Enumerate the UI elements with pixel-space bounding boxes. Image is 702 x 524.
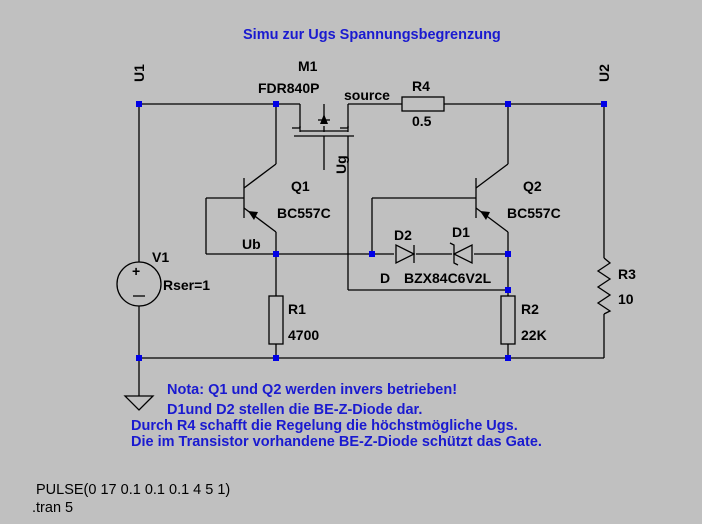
r2-value: 22K [521,327,547,343]
resistor-r1[interactable]: R1 4700 [268,295,319,345]
junction-node [273,101,279,107]
q1-ref: Q1 [291,178,310,194]
m1-ref: M1 [298,58,318,74]
q2-ref: Q2 [523,178,542,194]
r3-value: 10 [618,291,634,307]
note-line: Nota: Q1 und Q2 werden invers betrieben! [167,382,457,398]
r2-ref: R2 [521,301,539,317]
mosfet-m1[interactable]: M1 FDR840P [258,58,349,132]
net-source-label: source [344,87,390,103]
q2-value: BC557C [507,205,561,221]
net-ug-label: Ug [333,155,349,174]
junction-node [505,101,511,107]
net-ub-label: Ub [242,236,261,252]
diode-d2[interactable]: D2 [394,227,416,265]
q1-value: BC557C [277,205,331,221]
resistor-r3[interactable]: R3 10 [596,257,636,315]
junction-node [273,251,279,257]
transistor-q1[interactable]: Q1 BC557C [243,163,331,233]
net-d-label: D [380,270,390,286]
r3-ref: R3 [618,266,636,282]
d2-ref: D2 [394,227,412,243]
note-line: Durch R4 schafft die Regelung die höchst… [131,418,518,434]
v1-ref: V1 [152,249,169,265]
transistor-q2[interactable]: Q2 BC557C [475,163,561,233]
v1-value: Rser=1 [163,277,210,293]
junction-node [505,251,511,257]
resistor-r4[interactable]: R4 0.5 [401,78,445,129]
junction-node [369,251,375,257]
r4-ref: R4 [412,78,430,94]
junction-node [136,355,142,361]
junction-nodes [136,101,607,361]
junction-node [136,101,142,107]
r1-ref: R1 [288,301,306,317]
note-line: Die im Transistor vorhandene BE-Z-Diode … [131,434,542,450]
r1-value: 4700 [288,327,319,343]
r4-value: 0.5 [412,113,432,129]
note-line: D1und D2 stellen die BE-Z-Diode dar. [167,402,422,418]
d1-value: BZX84C6V2L [404,270,492,286]
comment-notes: Nota: Q1 und Q2 werden invers betrieben!… [131,382,542,450]
spice-directives: PULSE(0 17 0.1 0.1 0.1 4 5 1) .tran 5 [32,482,230,516]
tran-directive: .tran 5 [32,500,73,516]
schematic-title: Simu zur Ugs Spannungsbegrenzung [243,27,501,43]
net-u2-label: U2 [596,64,612,82]
voltage-source-v1[interactable]: + V1 Rser=1 [116,249,210,307]
net-u1-label: U1 [131,64,147,82]
junction-node [273,355,279,361]
resistor-r2[interactable]: R2 22K [500,295,547,345]
junction-node [601,101,607,107]
wires [138,103,605,396]
ground-symbol [123,395,155,411]
v1-plus-sign: + [132,263,140,279]
d1-ref: D1 [452,224,470,240]
pulse-directive: PULSE(0 17 0.1 0.1 0.1 4 5 1) [36,482,230,498]
junction-node [505,287,511,293]
zener-diode-d1[interactable]: D1 BZX84C6V2L [404,224,492,286]
m1-value: FDR840P [258,80,319,96]
junction-node [505,355,511,361]
